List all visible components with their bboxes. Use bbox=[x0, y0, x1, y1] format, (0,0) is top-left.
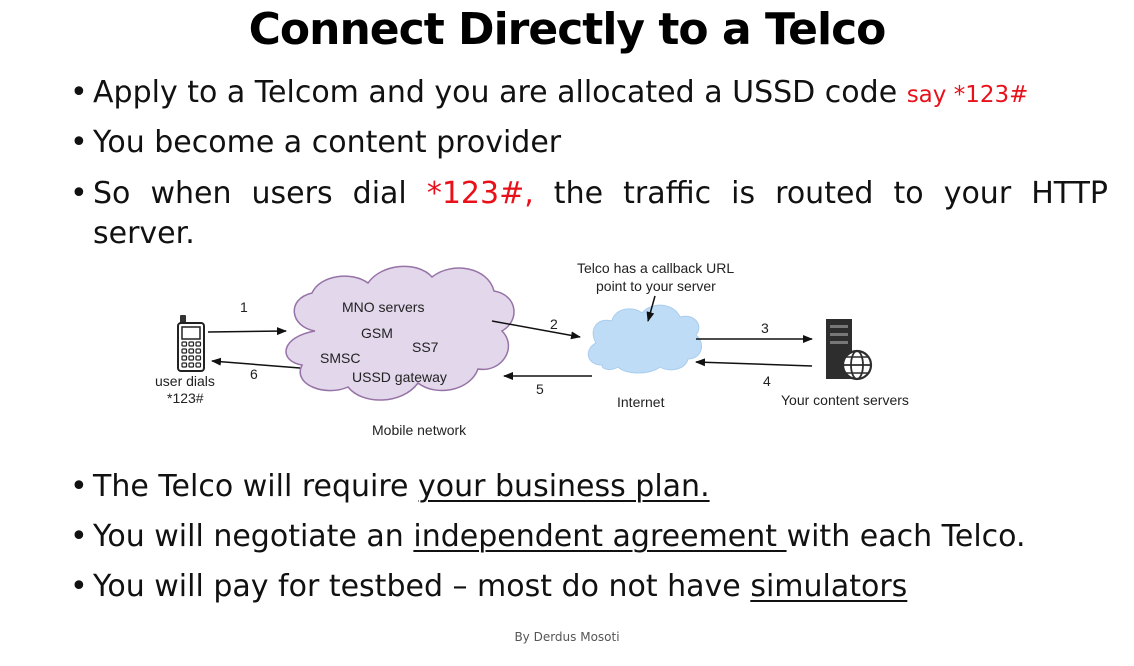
mobile-network-label: Mobile network bbox=[372, 422, 467, 438]
callback-pointer-arrow bbox=[646, 295, 656, 322]
ussd-flow-svg: user dials *123# MNO servers GSM SS7 SMS… bbox=[155, 260, 909, 438]
globe-icon bbox=[841, 349, 873, 381]
bullet-text: So when users dial *123#, the traffic is… bbox=[93, 175, 1108, 213]
bullet-dot: • bbox=[70, 75, 88, 110]
phone-label-line2: *123# bbox=[167, 390, 204, 406]
callback-note-line2: point to your server bbox=[596, 278, 716, 294]
slide-title: Connect Directly to a Telco bbox=[248, 4, 887, 55]
bullet-text-post: the traffic is routed to your HTTP bbox=[533, 176, 1108, 211]
arrow-2 bbox=[491, 320, 581, 340]
bullet-dot: • bbox=[70, 569, 88, 604]
bullet-text-pre: So when users dial bbox=[93, 176, 427, 211]
arrow-label-2: 2 bbox=[550, 316, 558, 332]
bullet-text: You will negotiate an independent agreem… bbox=[93, 518, 1026, 556]
mobile-network-cloud bbox=[285, 265, 515, 401]
bullet-text-post: with each Telco. bbox=[786, 519, 1026, 554]
bullet-text: You become a content provider bbox=[93, 125, 562, 160]
arrow-1 bbox=[207, 327, 287, 336]
servers-label: Your content servers bbox=[781, 392, 909, 408]
bullet-text-pre: The Telco will require bbox=[93, 469, 419, 504]
ussd-code-example: say *123# bbox=[906, 82, 1029, 108]
bullet-dot: • bbox=[70, 125, 88, 160]
bullet-text: Apply to a Telcom and you are allocated … bbox=[93, 74, 1028, 114]
author-footer: By Derdus Mosoti bbox=[514, 630, 620, 644]
arrow-label-5: 5 bbox=[536, 381, 544, 397]
cloud-item-ussd: USSD gateway bbox=[352, 369, 447, 385]
business-plan-underlined: your business plan. bbox=[418, 469, 710, 504]
arrow-label-3: 3 bbox=[761, 320, 769, 336]
internet-cloud bbox=[587, 304, 703, 374]
bullet-text-line2: server. bbox=[93, 216, 195, 251]
arrow-label-6: 6 bbox=[250, 366, 258, 382]
arrow-label-1: 1 bbox=[240, 299, 248, 315]
cloud-item-mno: MNO servers bbox=[342, 299, 424, 315]
bullet-dot: • bbox=[70, 519, 88, 554]
arrow-6 bbox=[211, 357, 301, 369]
arrow-label-4: 4 bbox=[763, 373, 771, 389]
arrow-4 bbox=[695, 358, 813, 367]
callback-note-line1: Telco has a callback URL bbox=[577, 260, 734, 276]
bullet-text-main: Apply to a Telcom and you are allocated … bbox=[93, 75, 907, 110]
bullet-dot: • bbox=[70, 469, 88, 504]
cloud-item-ss7: SS7 bbox=[412, 339, 439, 355]
cloud-item-gsm: GSM bbox=[361, 325, 393, 341]
mobile-phone-icon bbox=[177, 315, 205, 372]
phone-label-line1: user dials bbox=[155, 373, 215, 389]
bullet-text-pre: You will pay for testbed – most do not h… bbox=[93, 569, 751, 604]
independent-agreement-underlined: independent agreement bbox=[413, 519, 787, 554]
bullet-dot: • bbox=[70, 176, 88, 211]
bullet-text: You will pay for testbed – most do not h… bbox=[93, 568, 907, 606]
bullet-text-pre: You will negotiate an bbox=[93, 519, 414, 554]
bullet-text: The Telco will require your business pla… bbox=[93, 468, 710, 506]
internet-label: Internet bbox=[617, 394, 665, 410]
ussd-code-highlight: *123#, bbox=[426, 176, 534, 211]
cloud-item-smsc: SMSC bbox=[320, 350, 360, 366]
simulators-underlined: simulators bbox=[750, 569, 908, 604]
ussd-flow-diagram: user dials *123# MNO servers GSM SS7 SMS… bbox=[140, 255, 940, 445]
